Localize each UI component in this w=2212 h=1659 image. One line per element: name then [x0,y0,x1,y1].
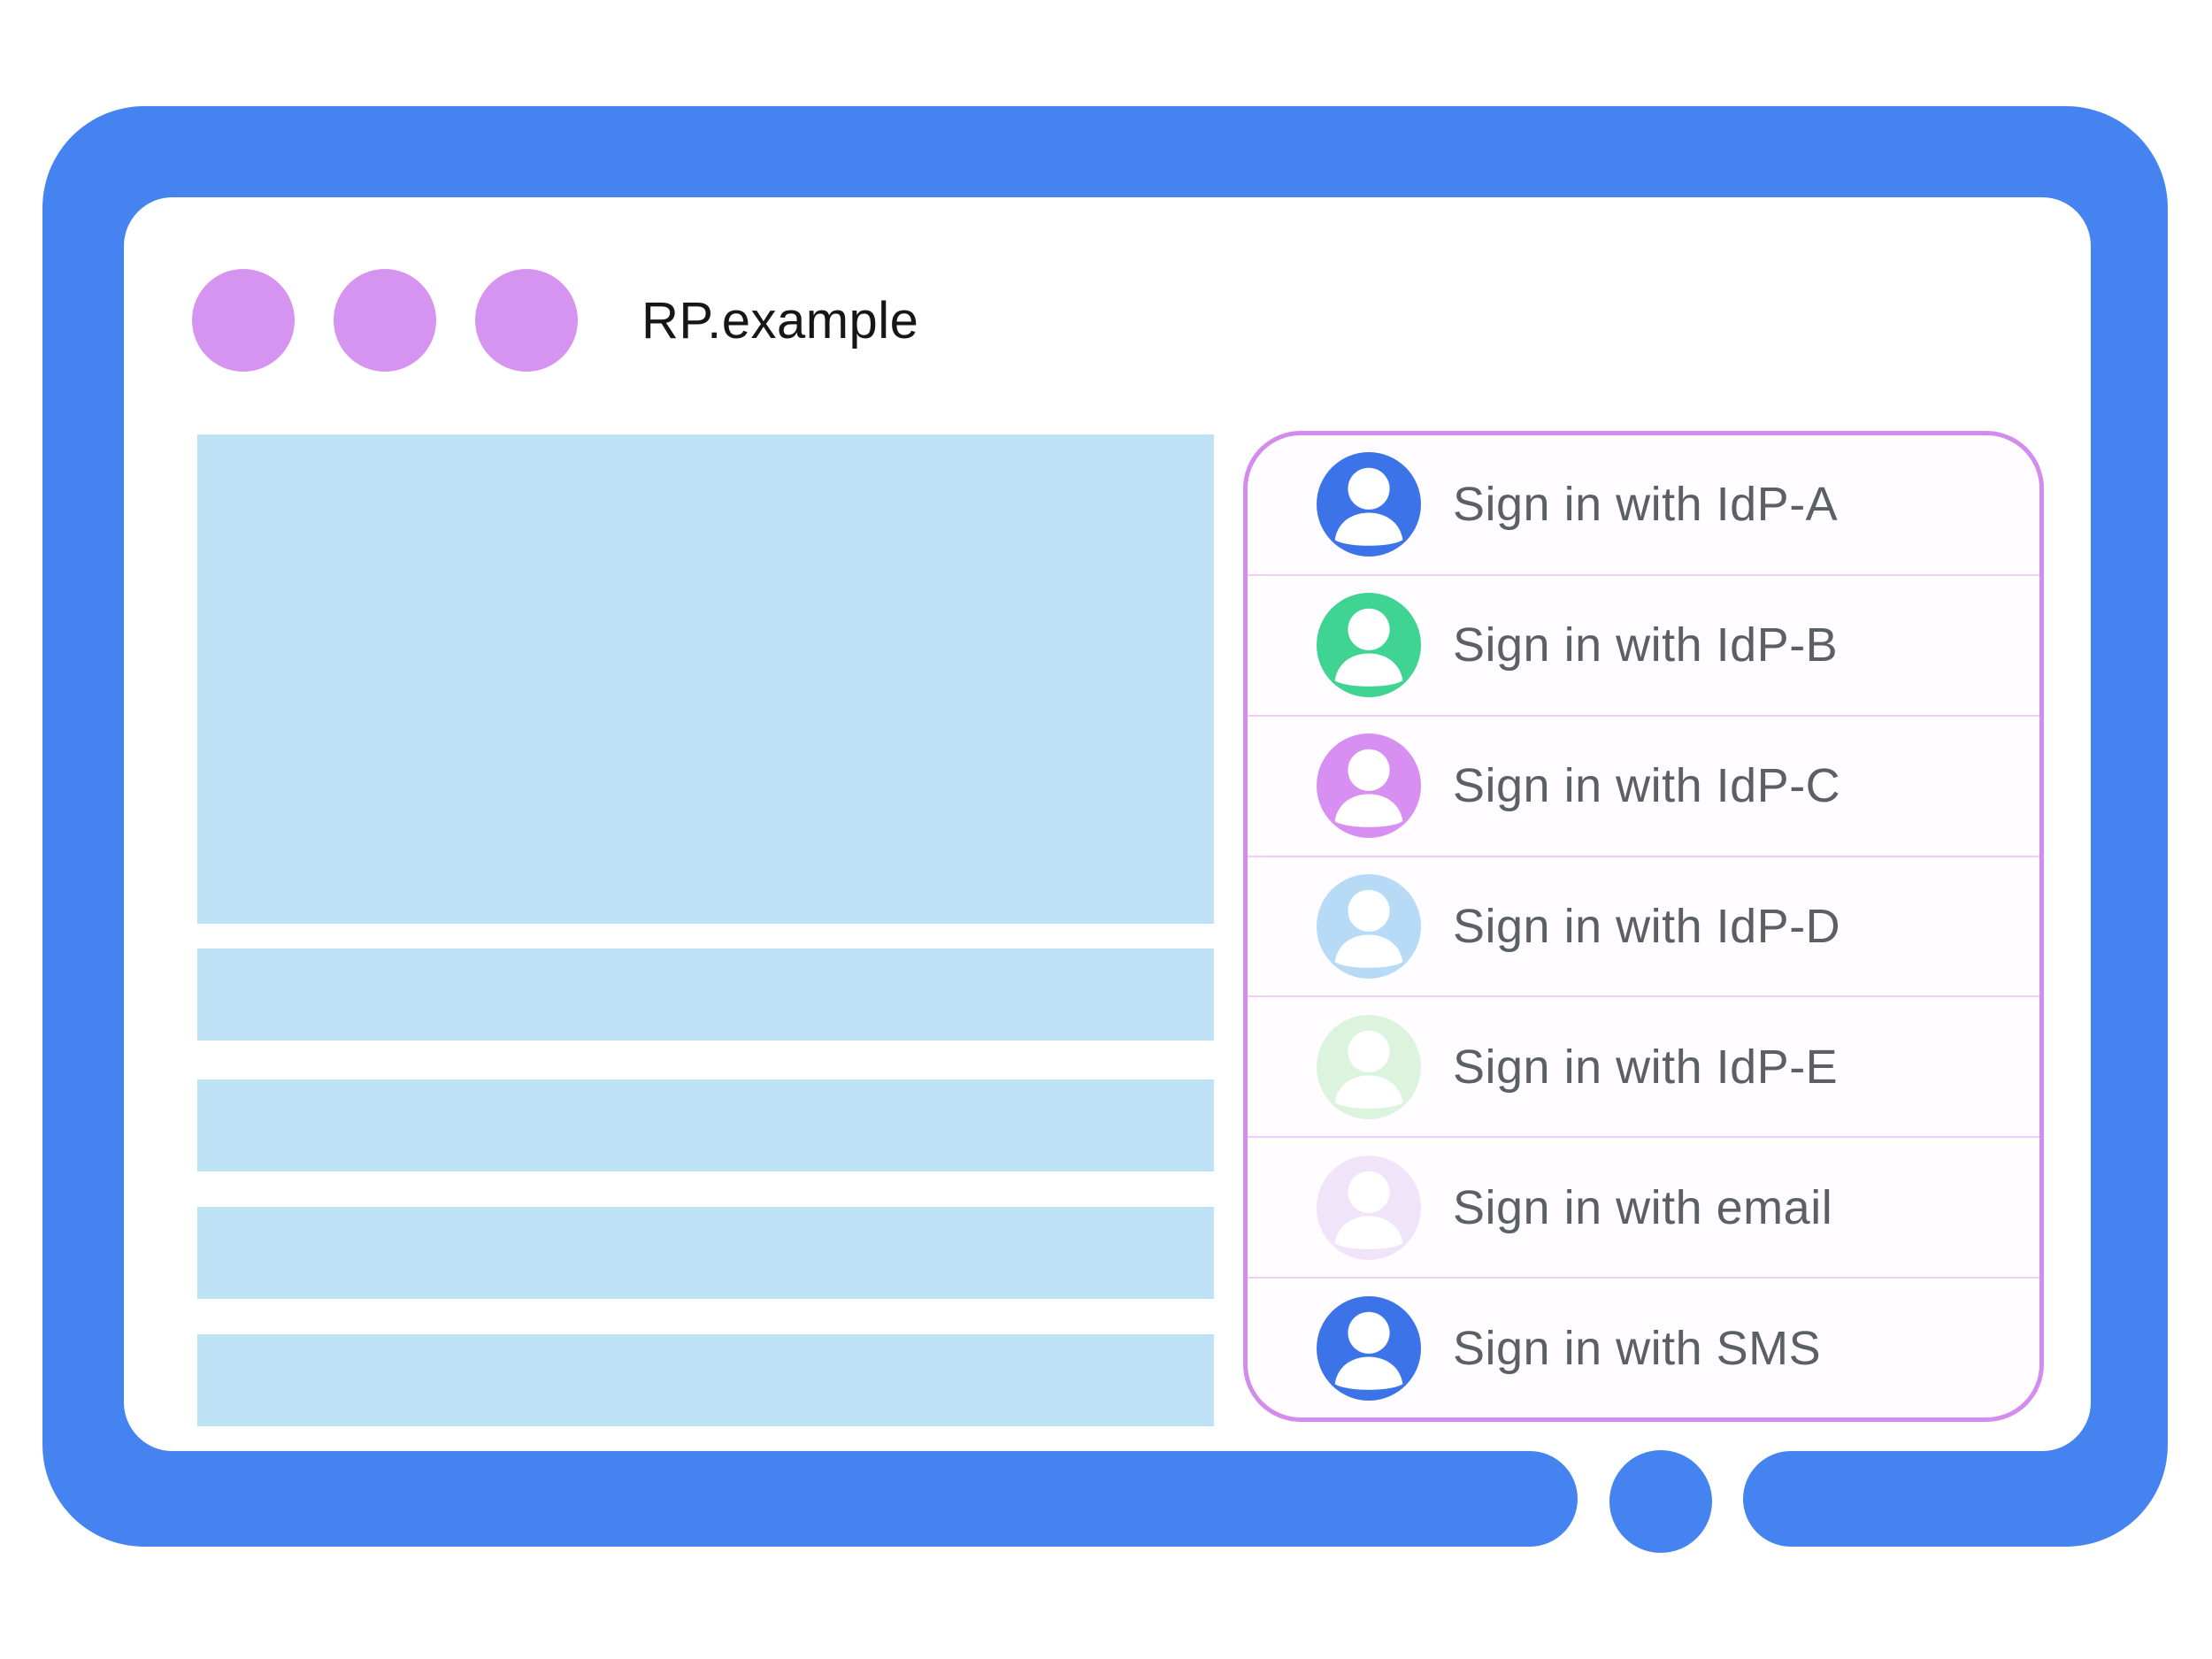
person-avatar-icon [1317,874,1421,979]
content-placeholder-line [197,1207,1214,1299]
home-button[interactable] [1609,1450,1712,1553]
bezel-cap-left [1482,1451,1578,1547]
signin-option-label: Sign in with IdP-C [1453,759,1841,813]
signin-panel: Sign in with IdP-A Sign in with IdP-B Si… [1243,431,2044,1422]
signin-option-idp-a[interactable]: Sign in with IdP-A [1248,435,2039,576]
bezel-cap-right [1743,1451,1839,1547]
window-dot [475,269,578,372]
signin-option-email[interactable]: Sign in with email [1248,1138,2039,1279]
person-avatar-icon [1317,1295,1421,1401]
window-dot [192,269,295,372]
signin-option-label: Sign in with IdP-E [1453,1040,1839,1094]
signin-option-idp-b[interactable]: Sign in with IdP-B [1248,576,2039,717]
person-avatar-icon [1317,452,1421,557]
person-avatar-icon [1317,1014,1421,1119]
page-title: RP.example [641,291,919,349]
signin-option-label: Sign in with email [1453,1180,1833,1234]
signin-option-idp-c[interactable]: Sign in with IdP-C [1248,717,2039,857]
content-placeholder-hero [197,434,1214,924]
signin-option-label: Sign in with IdP-D [1453,900,1841,953]
content-placeholder-line [197,1334,1214,1426]
person-avatar-icon [1317,733,1421,839]
content-placeholder-line [197,949,1214,1041]
person-avatar-icon [1317,1155,1421,1260]
window-dot [334,269,436,372]
content-placeholder-line [197,1079,1214,1171]
signin-option-idp-e[interactable]: Sign in with IdP-E [1248,997,2039,1139]
person-avatar-icon [1317,593,1421,698]
signin-option-label: Sign in with IdP-A [1453,478,1839,532]
window-control-dots [192,269,578,372]
signin-option-label: Sign in with IdP-B [1453,618,1839,672]
signin-option-label: Sign in with SMS [1453,1321,1822,1375]
signin-option-sms[interactable]: Sign in with SMS [1248,1279,2039,1417]
signin-option-idp-d[interactable]: Sign in with IdP-D [1248,857,2039,998]
